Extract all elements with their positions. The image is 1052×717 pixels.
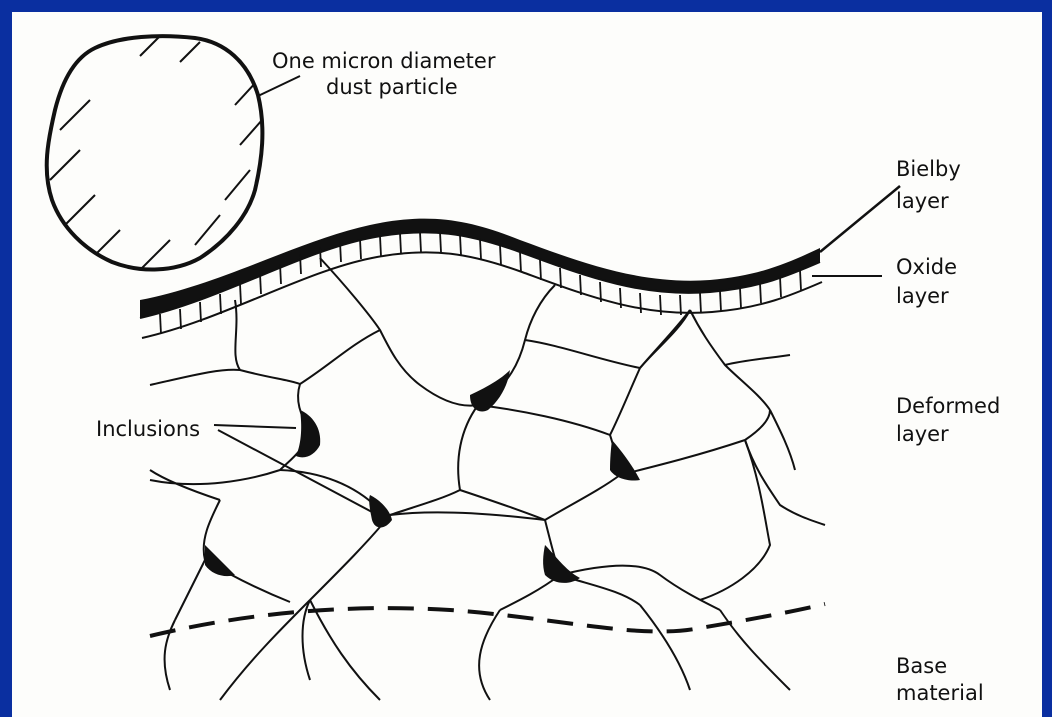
inclusion-blobs — [205, 370, 640, 583]
deformed-label-line2: layer — [896, 422, 949, 446]
dust-leader-line — [258, 76, 300, 96]
inclusion-3 — [369, 495, 392, 528]
oxide-label-line1: Oxide — [896, 255, 957, 279]
base-label-line2: material — [896, 681, 984, 705]
inclusion-6 — [205, 545, 235, 576]
dust-label-line1: One micron diameter — [272, 49, 496, 73]
bielby-leader-line — [820, 186, 900, 252]
inclusion-1 — [296, 410, 320, 457]
inclusion-5 — [543, 545, 580, 583]
inclusion-2 — [470, 370, 510, 411]
oxide-label-line2: layer — [896, 284, 949, 308]
deformed-label-line1: Deformed — [896, 394, 1000, 418]
grain-boundaries — [150, 258, 825, 700]
base-label-line1: Base — [896, 654, 947, 678]
inclusions-label: Inclusions — [96, 417, 200, 441]
dust-label-line2: dust particle — [326, 75, 458, 99]
dust-particle — [47, 36, 263, 270]
bielby-label-line1: Bielby — [896, 157, 961, 181]
inclusions-leader-lines — [214, 425, 372, 512]
inclusion-4 — [610, 440, 640, 481]
bielby-label-line2: layer — [896, 189, 949, 213]
